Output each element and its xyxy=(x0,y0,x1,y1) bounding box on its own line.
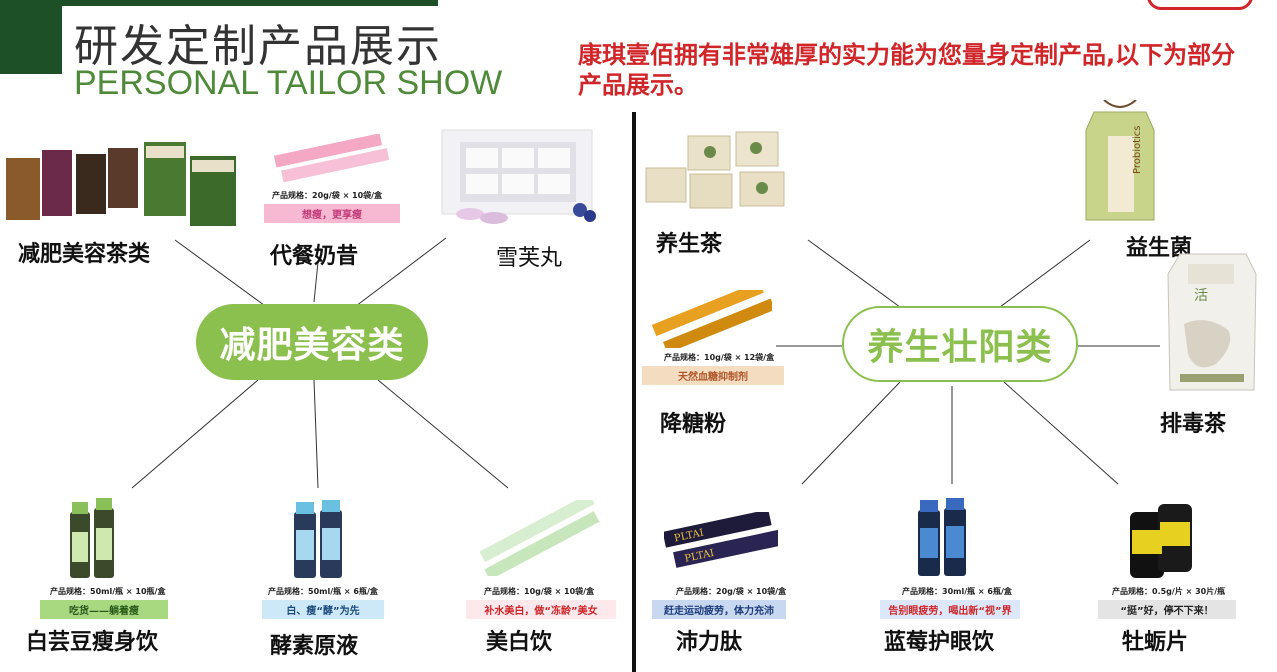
product-label-snow-pill: 雪芙丸 xyxy=(496,246,563,271)
product-label-white-bean-drink: 白芸豆瘦身饮 xyxy=(26,630,159,655)
white-bean-drink-image xyxy=(68,498,116,578)
slimming-tea-image xyxy=(6,140,238,228)
product-label-meal-shake: 代餐奶昔 xyxy=(270,244,359,269)
peptide-banner: 赶走运动疲劳，体力充沛 xyxy=(652,600,786,619)
product-label-enzyme: 酵素原液 xyxy=(270,634,359,659)
detox-tea-image: 活 xyxy=(1166,244,1258,392)
peptide-image: PLTAI PLTAI xyxy=(662,509,783,572)
product-label-oyster-tablets: 牡蛎片 xyxy=(1122,630,1189,655)
product-label-slimming-tea: 减肥美容茶类 xyxy=(18,242,151,267)
whitening-drink-image xyxy=(474,493,604,580)
whitening-drink-spec: 产品规格：10g/袋 × 10袋/盒 xyxy=(484,587,595,596)
sugar-powder-image xyxy=(651,281,776,354)
oyster-tablets-spec: 产品规格：0.5g/片 × 30片/瓶 xyxy=(1112,587,1226,596)
svg-text:活: 活 xyxy=(1194,288,1208,304)
enzyme-banner: 白、瘦“酵”为先 xyxy=(262,600,384,619)
page-description: 康琪壹佰拥有非常雄厚的实力能为您量身定制产品,以下为部分产品展示。 xyxy=(578,41,1236,99)
whitening-drink-banner: 补水美白，做“冻龄”美女 xyxy=(466,600,616,619)
top-rule xyxy=(62,0,438,6)
oyster-tablets-image xyxy=(1128,500,1196,580)
category-health-vitality: 养生壮阳类 xyxy=(842,306,1078,382)
peptide-spec: 产品规格：20g/袋 × 10袋/盒 xyxy=(676,587,787,596)
meal-shake-banner: 想瘦，更享瘦 xyxy=(264,204,400,223)
category-beauty-slimming: 减肥美容类 xyxy=(196,304,428,380)
blueberry-drink-spec: 产品规格：30ml/瓶 × 6瓶/盒 xyxy=(902,587,1012,596)
probiotics-image: Probiotics xyxy=(1084,99,1156,224)
page-title: 研发定制产品展示 xyxy=(74,21,442,72)
product-label-health-tea: 养生茶 xyxy=(656,232,723,257)
enzyme-spec: 产品规格：50ml/瓶 × 6瓶/盒 xyxy=(268,587,378,596)
sugar-powder-spec: 产品规格：10g/袋 × 12袋/盒 xyxy=(664,353,775,362)
column-divider xyxy=(632,112,636,672)
sugar-powder-banner: 天然血糖抑制剂 xyxy=(642,366,784,385)
enzyme-image xyxy=(292,500,344,578)
blueberry-drink-image xyxy=(916,498,968,576)
blueberry-drink-banner: 告别眼疲劳，喝出新“视”界 xyxy=(880,600,1020,619)
oyster-tablets-banner: “挺”好，停不下来！ xyxy=(1098,600,1236,619)
product-label-whitening-drink: 美白饮 xyxy=(486,630,553,655)
product-label-detox-tea: 排毒茶 xyxy=(1160,412,1227,437)
health-tea-image xyxy=(644,128,800,214)
product-label-peptide: 沛力肽 xyxy=(676,630,743,655)
meal-shake-spec: 产品规格：20g/袋 × 10袋/盒 xyxy=(272,191,383,200)
svg-text:Probiotics: Probiotics xyxy=(1132,125,1143,174)
product-label-blueberry-drink: 蓝莓护眼饮 xyxy=(884,630,995,655)
page-subtitle: PERSONAL TAILOR SHOW xyxy=(74,64,503,102)
meal-shake-image xyxy=(272,133,390,186)
brand-block xyxy=(0,0,62,74)
product-label-sugar-powder: 降糖粉 xyxy=(660,412,727,437)
white-bean-drink-spec: 产品规格：50ml/瓶 × 10瓶/盒 xyxy=(50,587,166,596)
white-bean-drink-banner: 吃货——躺着瘦 xyxy=(40,600,168,619)
snow-pill-image xyxy=(432,128,602,226)
